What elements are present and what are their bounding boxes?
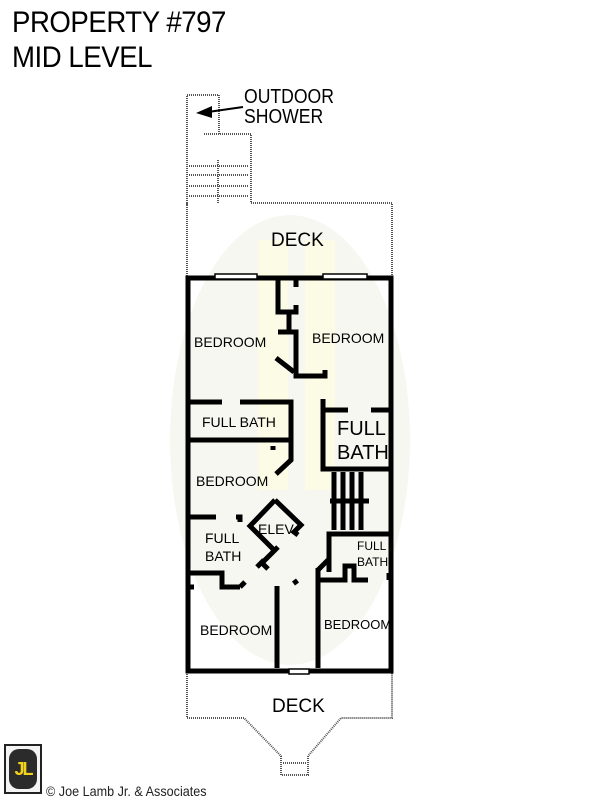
full-bath-lower-left-label-line2: BATH <box>205 548 242 564</box>
outdoor-shower-annotation: OUTDOOR SHOWER <box>244 87 334 127</box>
outdoor-shower-line1: OUTDOOR <box>244 86 334 108</box>
bedroom-top-left-label: BEDROOM <box>194 334 267 350</box>
full-bath-lower-right-label-line2: BATH <box>357 555 389 569</box>
logo-text: JL <box>14 758 33 779</box>
full-bath-lower-right-label-line1: FULL <box>357 539 387 553</box>
deck-top-label: DECK <box>271 230 324 251</box>
company-logo: JL <box>4 744 42 794</box>
full-bath-left-label: FULL BATH <box>202 414 276 430</box>
full-bath-right-label-line2: BATH <box>337 442 389 464</box>
copyright-text: © Joe Lamb Jr. & Associates <box>46 783 207 799</box>
deck-bottom-label: DECK <box>272 696 325 717</box>
windows <box>214 273 368 675</box>
arrow-icon <box>196 106 244 118</box>
bedroom-middle-label: BEDROOM <box>196 473 269 489</box>
outdoor-stairs <box>186 94 393 276</box>
full-bath-lower-left-label-line1: FULL <box>205 530 240 546</box>
outdoor-shower-line2: SHOWER <box>244 106 324 128</box>
property-title: PROPERTY #797 <box>12 6 226 39</box>
elevator-label: ELEV <box>258 521 294 537</box>
full-bath-right-label-line1: FULL <box>337 418 386 440</box>
level-title: MID LEVEL <box>12 41 153 74</box>
bedroom-bottom-left-label: BEDROOM <box>200 622 273 638</box>
bedroom-bottom-right-label: BEDROOM <box>324 617 392 632</box>
bedroom-top-right-label: BEDROOM <box>312 330 385 346</box>
interior-walls <box>190 278 392 668</box>
bottom-deck-outline <box>186 672 393 776</box>
